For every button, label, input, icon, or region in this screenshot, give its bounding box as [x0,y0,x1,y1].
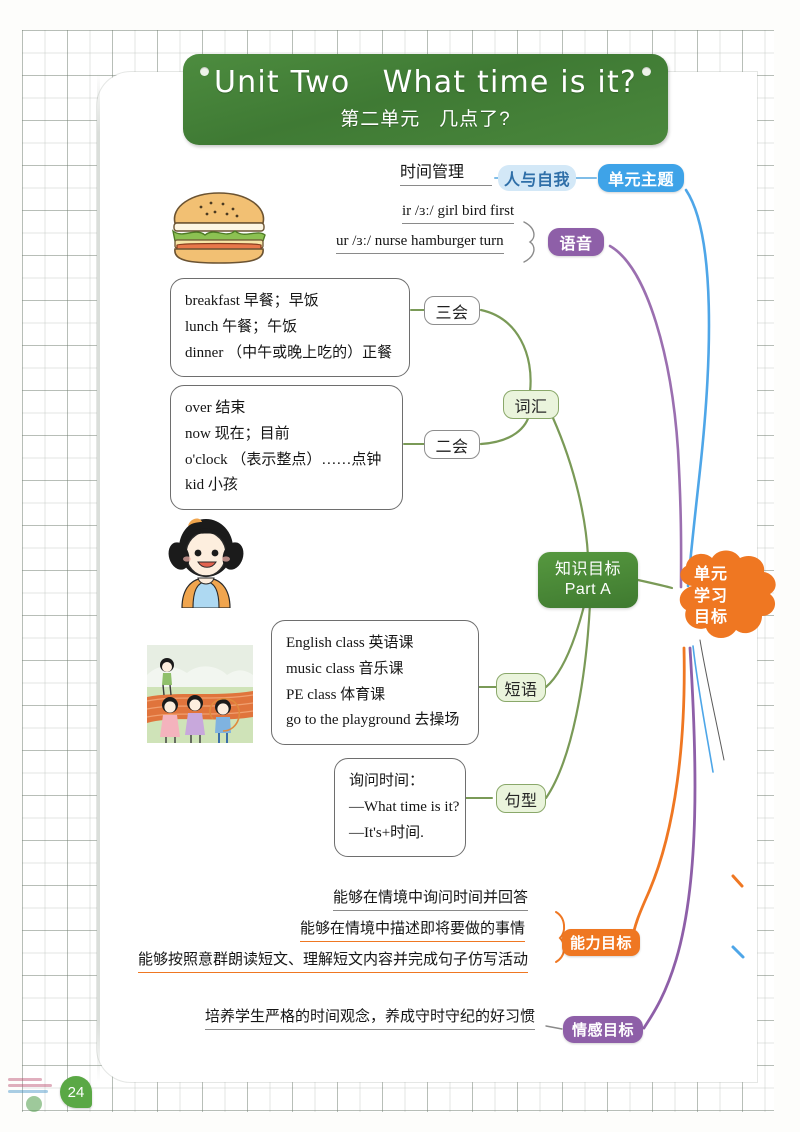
knowledge-goal-line2: Part A [564,581,612,598]
ability-bracket [555,911,566,963]
vocab-erhui-item-2: now 现在；目前 [185,425,290,442]
knowledge-goal-line1: 知识目标 [554,561,621,578]
unit-title-chinese: 第二单元 几点了? [340,108,511,130]
phrase-item-2: music class 音乐课 [286,660,404,677]
ability-item-3: 能够按照意群朗读短文、理解短文内容并完成句子仿写活动 [138,948,529,973]
center-node-cloud: 单元 学习 目标 [664,546,800,652]
center-cloud-shape [679,550,776,639]
link-phrase-to-knowledge [544,600,587,689]
hamburger-illustration [165,185,273,265]
vocab-erhui-item-4: kid 小孩 [185,477,238,494]
topic-text: 时间管理 [400,158,492,186]
sentence-brace [466,786,474,804]
sentence-item-3: —It's+时间. [349,824,424,841]
sentence-item-1: 询问时间： [349,773,425,789]
link-phonics-to-center [608,244,683,589]
vocab-erhui-label: 二会 [424,430,480,459]
content-panel-edge [97,72,100,1082]
link-emotion-text-to-pill [545,1025,563,1030]
link-center-down-blue [692,645,714,773]
tick-blue [731,945,745,959]
link-sentence-to-knowledge [544,602,592,800]
unit-theme-root: 单元主题 [598,164,684,192]
link-sanhui-to-vocab [479,308,532,394]
phrase-item-3: PE class 体育课 [286,686,386,703]
phrase-item-4: go to the playground 去操场 [286,712,460,729]
knowledge-goal-node: 知识目标 Part A [538,552,638,608]
vocab-erhui-item-3: o'clock （表示整点）……点钟 [185,451,382,468]
center-node-line2: 学习 [693,587,728,605]
vocab-sanhui-item-2: lunch 午餐；午饭 [185,318,298,335]
girl-illustration [160,512,252,609]
link-knowledge-to-center [636,578,674,590]
unit-title-english: Unit Two What time is it? [213,65,638,100]
link-vocab-to-knowledge [551,416,590,558]
vocab-sanhui-box: breakfast 早餐；早饭 lunch 午餐；午饭 dinner （中午或晚… [170,278,410,378]
unit-title-banner: Unit Two What time is it? 第二单元 几点了? [183,54,668,145]
emotion-goal-label: 情感目标 [563,1016,643,1043]
phrases-label: 短语 [496,673,546,702]
sentence-item-2: —What time is it? [349,798,460,815]
vocab-erhui-item-1: over 结束 [185,400,246,416]
sentence-box: 询问时间： —What time is it? —It's+时间. [334,758,466,858]
phrase-item-1: English class 英语课 [286,635,414,651]
publisher-watermark [8,1078,60,1126]
ability-item-2: 能够在情境中描述即将要做的事情 [300,917,526,942]
vocab-erhui-box: over 结束 now 现在；目前 o'clock （表示整点）……点钟 kid… [170,385,403,511]
tick-orange [731,874,744,888]
phonics-line-1: ir /ɜː/ girl bird first [402,203,515,224]
center-node-line3: 目标 [693,609,728,627]
phonics-label: 语音 [548,228,604,256]
vocab-sanhui-item-1: breakfast 早餐；早饭 [185,293,319,309]
link-theme-to-center [684,188,711,588]
phonics-brace [523,221,535,263]
ability-goal-label: 能力目标 [562,929,640,956]
vocab-sanhui-item-3: dinner （中午或晚上吃的）正餐 [185,344,393,361]
category-label: 人与自我 [498,165,576,191]
playground-children-illustration [146,644,254,744]
emotion-item-1: 培养学生严格的时间观念，养成守时守纪的好习惯 [205,1005,536,1030]
link-decorative-thin [699,639,725,761]
page-number: 24 [60,1076,92,1108]
phrases-box: English class 英语课 music class 音乐课 PE cla… [271,620,479,746]
vocabulary-label: 词汇 [503,390,559,419]
link-center-to-ability [630,646,686,943]
vocab-sanhui-label: 三会 [424,296,480,325]
sentence-label: 句型 [496,784,546,813]
ability-item-1: 能够在情境中询问时间并回答 [333,886,529,911]
link-center-to-emotion [642,646,697,1030]
center-node-line1: 单元 [693,566,728,583]
phonics-line-2: ur /ɜː/ nurse hamburger turn [336,233,504,254]
